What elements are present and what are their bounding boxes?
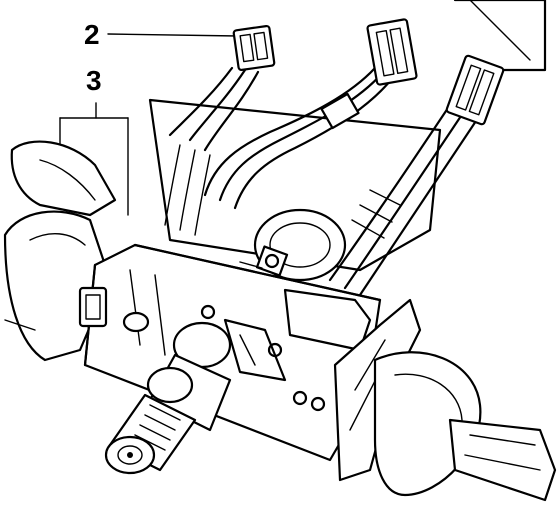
steering-shaft (104, 321, 232, 475)
connector-middle (366, 18, 418, 86)
steering-column-tube (453, 0, 547, 72)
switch-housing-block (83, 243, 382, 462)
callout-2-label: 2 (84, 19, 100, 50)
callout-2-leader (107, 33, 239, 37)
connector-right (445, 54, 505, 126)
wiring-harness-left (164, 66, 260, 236)
wiper-stalk (10, 140, 117, 217)
housing-bolt (239, 245, 289, 277)
wiring-harness-middle (203, 66, 397, 210)
connector-2 (232, 24, 276, 72)
callout-3-label: 3 (86, 65, 102, 96)
turn-signal-stalk (373, 351, 557, 502)
left-fastener (78, 286, 108, 328)
